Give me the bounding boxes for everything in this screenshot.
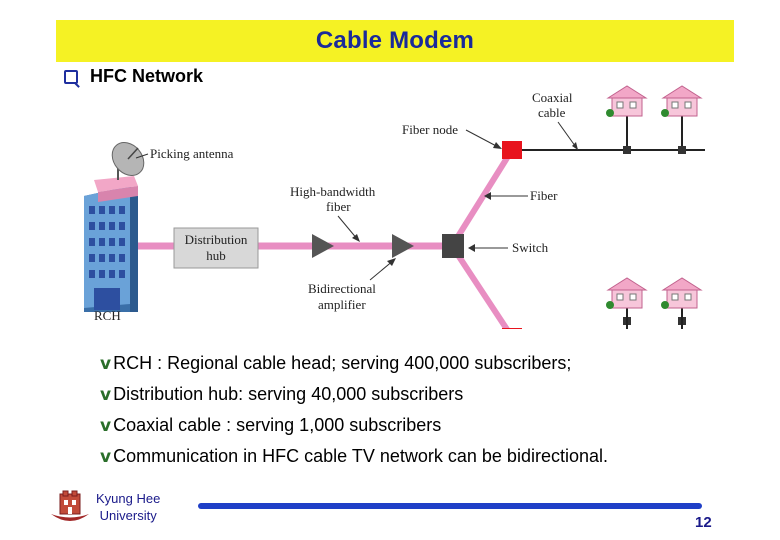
switch-label: Switch (512, 240, 549, 255)
fiber-node-bottom-icon (502, 328, 522, 329)
rch-label: RCH (94, 308, 121, 323)
distribution-hub-box (173, 227, 259, 269)
coaxial-cable-top (522, 116, 705, 154)
coaxial-cable-label-2: cable (538, 105, 566, 120)
amplifier-icon (312, 234, 334, 258)
switch-icon (442, 234, 464, 258)
bullet-text: Distribution hub: serving 40,000 subscri… (113, 384, 464, 404)
high-bandwidth-fiber-label-1: High-bandwidth (290, 184, 376, 199)
fiber-label: Fiber (530, 188, 558, 203)
bullet-text: Coaxial cable : serving 1,000 subscriber… (113, 415, 442, 435)
hfc-network-diagram: Picking antenna RCH Distribution hub (84, 85, 705, 329)
coaxial-cable-label-1: Coaxial (532, 90, 573, 105)
subheading: HFC Network (64, 66, 203, 87)
bullet-text: RCH : Regional cable head; serving 400,0… (113, 353, 572, 373)
distribution-hub-label-2: hub (206, 248, 226, 263)
bidirectional-amplifier-label-2: amplifier (318, 297, 366, 312)
university-name-line1: Kyung Hee (96, 491, 161, 506)
high-bandwidth-fiber-label-2: fiber (326, 199, 351, 214)
house-icon (661, 277, 703, 309)
bidirectional-amplifier-label-1: Bidirectional (308, 281, 376, 296)
amplifier-icon (392, 234, 414, 258)
footer-divider (198, 503, 702, 509)
bullet-text: Communication in HFC cable TV network ca… (113, 446, 608, 466)
diamond-bullet-icon: v (100, 353, 112, 374)
house-icon (661, 85, 703, 117)
subheading-text: HFC Network (90, 66, 204, 86)
diamond-bullet-icon: v (100, 415, 112, 436)
title-bar: Cable Modem (56, 20, 734, 62)
diamond-bullet-icon: v (100, 384, 112, 405)
picking-antenna-icon (111, 142, 145, 180)
rch-building-icon (84, 176, 138, 312)
fiber-node-label: Fiber node (402, 122, 458, 137)
fiber-node-top-icon (502, 141, 522, 159)
distribution-hub-label-1: Distribution (185, 232, 248, 247)
picking-antenna-label: Picking antenna (150, 146, 234, 161)
house-icon (606, 85, 648, 117)
page-number: 12 (695, 514, 712, 531)
house-icon (606, 277, 648, 309)
university-logo-icon (51, 490, 89, 521)
university-name-line2: University (99, 508, 157, 523)
slide-title: Cable Modem (315, 27, 475, 54)
diamond-bullet-icon: v (100, 446, 112, 467)
checkbox-bullet-icon (64, 69, 78, 84)
coaxial-cable-bottom (623, 308, 686, 329)
university-name: Kyung Hee University (96, 490, 160, 524)
